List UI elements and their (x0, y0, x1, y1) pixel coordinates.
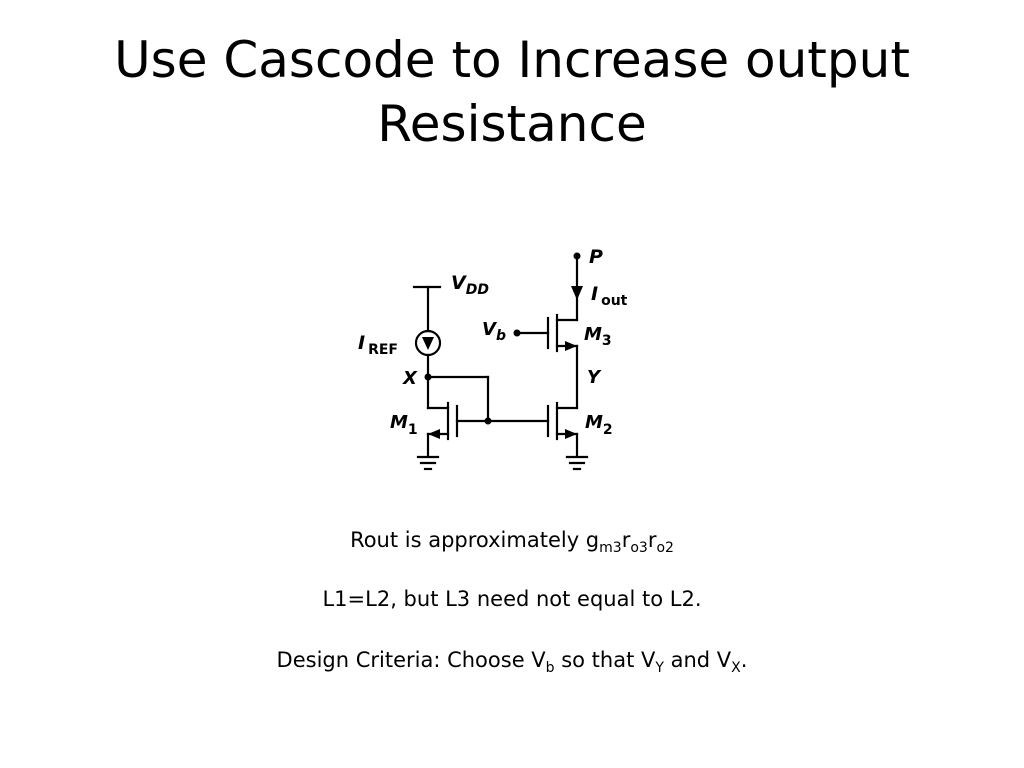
vb-label: Vb (482, 319, 506, 344)
vdd-label: VDD (451, 272, 489, 298)
design-end: . (740, 648, 748, 672)
m3-label: M3 (584, 324, 612, 349)
gate-bus-dot (484, 417, 492, 425)
design-subscript-y: Y (655, 660, 664, 676)
node-y-label: Y (587, 367, 602, 388)
design-and: and V (663, 648, 732, 672)
m2-source-arrow (565, 429, 577, 439)
node-p-label: P (589, 246, 603, 268)
rout-r-2: r (647, 528, 657, 552)
ground-symbol-m1 (416, 455, 440, 471)
rout-prefix: Rout is approximately g (350, 528, 600, 552)
rout-subscript-m3: m3 (599, 540, 622, 556)
rout-r-1: r (621, 528, 631, 552)
vb-terminal-dot (513, 329, 521, 337)
m3-source-arrow (565, 341, 577, 351)
design-prefix: Design Criteria: Choose V (276, 648, 546, 672)
iref-direction-arrow (422, 337, 434, 350)
rout-subscript-o2: o2 (656, 540, 674, 556)
design-mid: so that V (554, 648, 656, 672)
rout-approximation-text: Rout is approximately gm3ro3ro2 (0, 528, 1024, 555)
slide-title: Use Cascode to Increase output Resistanc… (0, 28, 1024, 156)
design-criteria-text: Design Criteria: Choose Vb so that VY an… (0, 648, 1024, 675)
m1-source-arrow (428, 429, 440, 439)
design-subscript-x: X (731, 660, 741, 676)
node-x-dot (424, 373, 432, 381)
channel-length-rule-text: L1=L2, but L3 need not equal to L2. (322, 587, 702, 611)
m2-label: M2 (585, 412, 613, 438)
slide-title-line-1: Use Cascode to Increase output (114, 31, 910, 89)
slide-title-line-2: Resistance (377, 95, 647, 153)
node-p-dot (573, 252, 581, 260)
node-x-label: X (402, 368, 418, 389)
rout-subscript-o3: o3 (630, 540, 648, 556)
ground-symbol-m2 (565, 455, 589, 471)
m1-label: M1 (390, 412, 418, 438)
design-subscript-b: b (545, 660, 555, 676)
iout-direction-arrow (571, 286, 583, 300)
